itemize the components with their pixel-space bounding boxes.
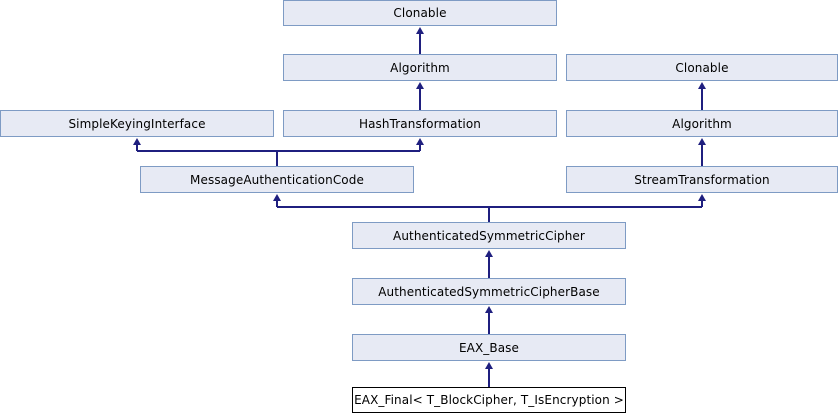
class-node-label: Algorithm [672, 116, 732, 131]
class-node-algorithm_left[interactable]: Algorithm [283, 54, 557, 81]
inheritance-edge-streamtransform [698, 138, 706, 166]
class-node-clonable_right[interactable]: Clonable [566, 54, 838, 81]
inheritance-edge-eaxfinal [485, 362, 493, 387]
class-node-eaxfinal[interactable]: EAX_Final< T_BlockCipher, T_IsEncryption… [352, 387, 626, 413]
class-node-label: EAX_Base [458, 340, 520, 355]
class-node-streamtransform[interactable]: StreamTransformation [566, 166, 838, 193]
class-node-hashtransform[interactable]: HashTransformation [283, 110, 557, 137]
inheritance-edge-asc [273, 194, 706, 222]
class-node-mac[interactable]: MessageAuthenticationCode [140, 166, 414, 193]
class-node-algorithm_right[interactable]: Algorithm [566, 110, 838, 137]
inheritance-edge-ascbase [485, 250, 493, 278]
class-node-label: MessageAuthenticationCode [190, 172, 364, 187]
class-node-simplekeying[interactable]: SimpleKeyingInterface [0, 110, 274, 137]
class-node-label: Clonable [393, 6, 447, 20]
class-node-clonable_top[interactable]: Clonable [283, 0, 557, 26]
class-node-ascbase[interactable]: AuthenticatedSymmetricCipherBase [352, 278, 626, 305]
inheritance-edge-algorithm_right [698, 82, 706, 110]
inheritance-edge-eaxbase [485, 306, 493, 334]
class-node-label: AuthenticatedSymmetricCipherBase [378, 284, 600, 299]
class-node-label: HashTransformation [358, 116, 482, 131]
inheritance-edge-mac [133, 138, 424, 166]
class-node-label: StreamTransformation [634, 172, 770, 187]
class-node-asc[interactable]: AuthenticatedSymmetricCipher [352, 222, 626, 249]
class-node-label: Algorithm [390, 60, 450, 75]
class-node-label: AuthenticatedSymmetricCipher [393, 228, 585, 243]
inheritance-edge-algorithm_left [416, 27, 424, 54]
class-node-label: SimpleKeyingInterface [68, 116, 206, 131]
class-node-label: EAX_Final< T_BlockCipher, T_IsEncryption… [354, 393, 624, 407]
class-node-eaxbase[interactable]: EAX_Base [352, 334, 626, 361]
inheritance-edge-hashtransform [416, 82, 424, 110]
class-node-label: Clonable [675, 60, 729, 75]
